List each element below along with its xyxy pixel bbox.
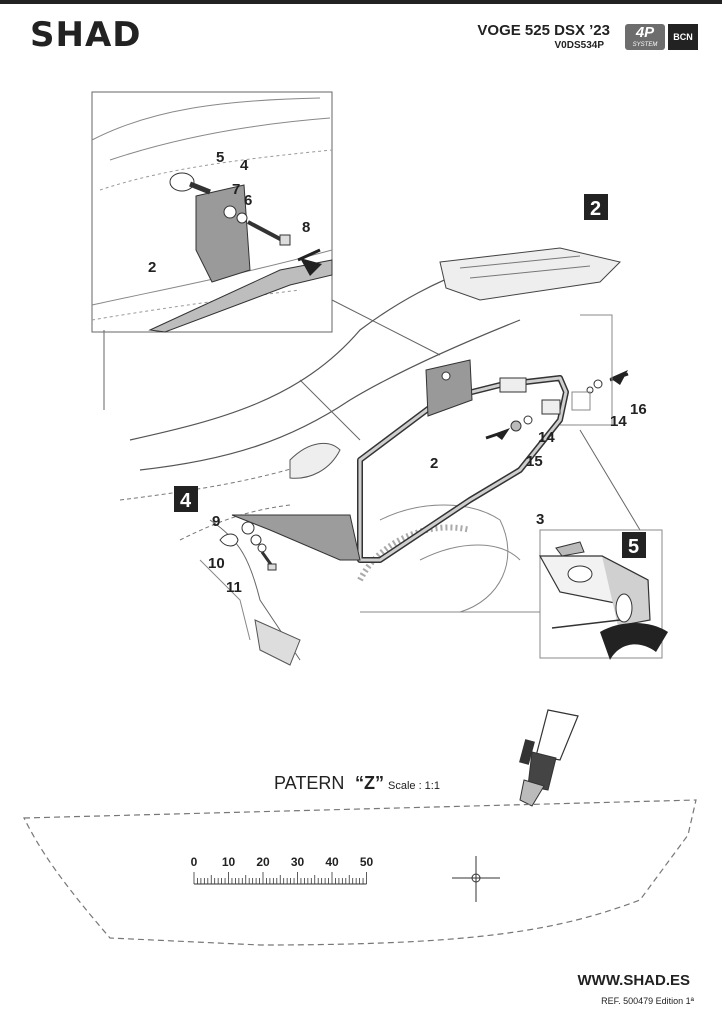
step-badge-4: 4 xyxy=(174,486,198,512)
pattern-scale: Scale : 1:1 xyxy=(388,780,440,792)
callout-14-right: 14 xyxy=(610,413,627,430)
callout-7: 7 xyxy=(232,181,240,198)
website-url: WWW.SHAD.ES xyxy=(577,972,691,989)
pattern-letter: “Z” xyxy=(355,773,384,793)
pattern-title: PATERN xyxy=(274,773,344,793)
detail-view-step5 xyxy=(538,529,668,660)
hardware-rear-mount xyxy=(485,370,629,440)
ruler-tick-label: 40 xyxy=(325,855,339,869)
side-rack-frame xyxy=(231,359,569,563)
model-title: VOGE 525 DSX ’23 xyxy=(477,22,610,39)
callout-4: 4 xyxy=(240,157,249,174)
4p-system-badge: 4P SYSTEM xyxy=(625,24,665,50)
detail-arrow xyxy=(300,258,322,276)
ruler-tick-label: 0 xyxy=(191,855,198,869)
pattern-z-outline xyxy=(23,799,697,946)
bcn-badge: BCN xyxy=(668,24,698,50)
document-reference: REF. 500479 Edition 1ª xyxy=(601,996,694,1006)
callout-9: 9 xyxy=(212,513,220,530)
step-badge-5: 5 xyxy=(622,532,646,558)
ruler-tick-label: 30 xyxy=(291,855,305,869)
ruler-tick-label: 20 xyxy=(256,855,270,869)
callout-5: 5 xyxy=(216,149,224,166)
motorcycle-outline xyxy=(119,247,621,666)
step-badge-2: 2 xyxy=(584,194,608,220)
badge-4p-sublabel: SYSTEM xyxy=(632,42,658,48)
model-reference: V0DS534P xyxy=(554,40,604,51)
callout-11: 11 xyxy=(226,579,242,596)
callout-10: 10 xyxy=(208,555,225,572)
svg-text:5: 5 xyxy=(628,536,639,558)
ruler-tick-label: 10 xyxy=(222,855,236,869)
ruler-tick-label: 50 xyxy=(360,855,374,869)
detail-view-top-left xyxy=(91,91,333,333)
brand-logo: SHAD xyxy=(30,15,142,55)
callout-8: 8 xyxy=(302,219,310,236)
callout-6: 6 xyxy=(244,192,252,209)
badge-4p-label: 4P xyxy=(635,24,655,41)
cutter-knife-icon xyxy=(519,709,579,807)
svg-text:2: 2 xyxy=(590,198,601,220)
callout-14-left: 14 xyxy=(538,429,555,446)
callout-3: 3 xyxy=(536,511,544,528)
callout-15: 15 xyxy=(526,453,543,470)
callout-16: 16 xyxy=(630,401,647,418)
scale-ruler: 0 10 20 30 40 50 xyxy=(191,855,374,885)
callout-2-frame: 2 xyxy=(430,455,438,472)
callout-2-detail: 2 xyxy=(148,259,156,276)
svg-text:4: 4 xyxy=(180,490,192,512)
hardware-front-mount xyxy=(219,521,277,571)
top-rule xyxy=(0,0,722,4)
